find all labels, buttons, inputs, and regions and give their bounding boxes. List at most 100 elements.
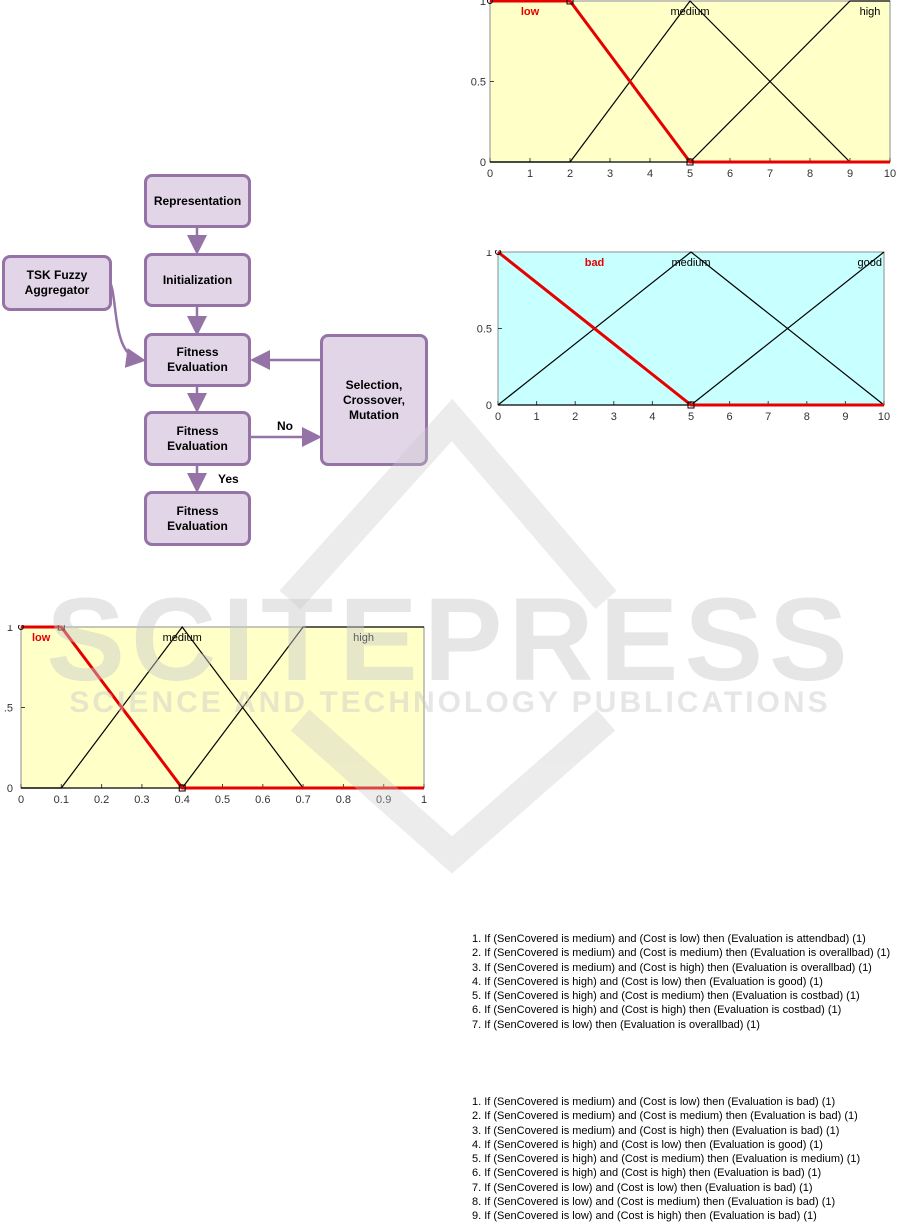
series-marker	[495, 250, 501, 255]
rules-list-b: 1. If (SenCovered is medium) and (Cost i…	[472, 1095, 860, 1224]
x-tick-label: 0	[18, 794, 24, 806]
x-tick-label: 0.2	[94, 794, 109, 806]
arrow-tsk-fitness	[108, 281, 146, 368]
rule-line: 1. If (SenCovered is medium) and (Cost i…	[472, 1096, 836, 1108]
node-fitness-evaluation-1: Fitness Evaluation	[144, 333, 251, 387]
plot-area	[489, 0, 891, 163]
x-tick-label: 4	[647, 168, 653, 180]
x-tick-label: 2	[572, 411, 578, 423]
series-marker	[57, 625, 65, 631]
x-tick-label: 5	[688, 411, 694, 423]
rules-list-a: 1. If (SenCovered is medium) and (Cost i…	[472, 932, 890, 1032]
y-tick-label: 0	[7, 783, 13, 795]
rule-line: 4. If (SenCovered is high) and (Cost is …	[472, 975, 823, 988]
flowchart-connectors	[108, 228, 322, 493]
x-tick-label: 1	[527, 168, 533, 180]
y-tick-label: .5	[4, 703, 13, 715]
series-marker	[687, 401, 695, 409]
x-tick-label: 10	[884, 168, 896, 180]
x-tick-label: 10	[878, 411, 890, 423]
series-line-low	[490, 0, 890, 164]
chart-evaluation-membership: 0 1 2 3 4 5 6 7 8 9 10 0 0.5 1 bad medium good	[477, 250, 890, 423]
y-tick-label: 0	[486, 400, 492, 412]
node-fitness-evaluation-3: Fitness Evaluation	[144, 491, 251, 546]
rule-line: 4. If (SenCovered is high) and (Cost is …	[472, 1138, 823, 1151]
y-tick-label: 0	[480, 157, 486, 169]
rule-line: 9. If (SenCovered is low) and (Cost is h…	[472, 1210, 817, 1223]
series-marker	[178, 784, 186, 792]
x-tick-label: 5	[687, 168, 693, 180]
x-tick-label: 8	[804, 411, 810, 423]
series-label-low: low	[32, 632, 51, 644]
label-yes: Yes	[218, 472, 239, 486]
y-tick-label: 0.5	[477, 324, 492, 336]
rule-line: 7. If (SenCovered is low) then (Evaluati…	[472, 1018, 760, 1031]
x-tick-label: 3	[607, 168, 613, 180]
x-tick-label: 0.3	[134, 794, 149, 806]
y-tick-label: 1	[7, 625, 13, 634]
series-marker	[566, 0, 574, 5]
node-selection-crossover-mutation: Selection, Crossover, Mutation	[320, 334, 428, 466]
series-label-bad: bad	[585, 257, 605, 269]
x-tick-label: 7	[765, 411, 771, 423]
rule-line: 3. If (SenCovered is medium) and (Cost i…	[472, 1124, 840, 1137]
series-line-low	[21, 625, 424, 790]
x-tick-label: 6	[727, 411, 733, 423]
node-tsk-fuzzy-aggregator: TSK Fuzzy Aggregator	[2, 255, 112, 311]
series-label-medium: medium	[163, 632, 202, 644]
series-line-high	[21, 626, 424, 789]
series-line-medium	[497, 251, 885, 406]
x-tick-label: 0.6	[255, 794, 270, 806]
node-representation: Representation	[144, 174, 251, 228]
series-marker	[487, 0, 493, 4]
series-label-medium: medium	[671, 257, 710, 269]
x-tick-label: 7	[767, 168, 773, 180]
x-tick-label: 0.7	[295, 794, 310, 806]
rule-line: 2. If (SenCovered is medium) and (Cost i…	[472, 947, 891, 960]
x-tick-label: 0.8	[336, 794, 351, 806]
x-tick-label: 9	[842, 411, 848, 423]
series-marker	[686, 158, 694, 166]
chart-cost-membership: 0 1 2 3 4 5 6 7 8 9 10 0 0.5 1 low medium high	[471, 0, 896, 180]
rule-line: 5. If (SenCovered is high) and (Cost is …	[472, 1153, 861, 1166]
rule-line: 7. If (SenCovered is low) and (Cost is l…	[472, 1181, 813, 1194]
x-tick-label: 0.4	[175, 794, 190, 806]
rule-line: 1. If (SenCovered is medium) and (Cost i…	[472, 933, 866, 945]
series-label-medium: medium	[670, 6, 709, 18]
x-tick-label: 1	[534, 411, 540, 423]
x-tick-label: 8	[807, 168, 813, 180]
node-fitness-evaluation-2: Fitness Evaluation	[144, 411, 251, 466]
plot-area	[20, 626, 425, 789]
rule-line: 5. If (SenCovered is high) and (Cost is …	[472, 990, 860, 1003]
series-label-high: high	[353, 632, 374, 644]
plot-area	[497, 251, 885, 406]
x-tick-label: 6	[727, 168, 733, 180]
x-tick-label: 1	[421, 794, 427, 806]
x-tick-label: 0	[487, 168, 493, 180]
x-tick-label: 9	[847, 168, 853, 180]
y-tick-label: 0.5	[471, 77, 486, 89]
x-tick-label: 0.5	[215, 794, 230, 806]
node-initialization: Initialization	[144, 253, 251, 307]
x-tick-label: 0.9	[376, 794, 391, 806]
series-label-low: low	[521, 6, 540, 18]
series-line-bad	[497, 250, 884, 407]
rule-line: 6. If (SenCovered is high) and (Cost is …	[472, 1167, 822, 1180]
rule-line: 8. If (SenCovered is low) and (Cost is m…	[472, 1196, 836, 1209]
x-tick-label: 2	[567, 168, 573, 180]
rule-line: 6. If (SenCovered is high) and (Cost is …	[472, 1004, 842, 1017]
rule-line: 2. If (SenCovered is medium) and (Cost i…	[472, 1110, 858, 1123]
rule-line: 3. If (SenCovered is medium) and (Cost i…	[472, 961, 872, 974]
x-tick-label: 0	[495, 411, 501, 423]
label-no: No	[277, 419, 293, 433]
series-marker	[18, 625, 24, 630]
y-tick-label: 1	[486, 250, 492, 259]
x-tick-label: 0.1	[54, 794, 69, 806]
series-label-good: good	[858, 257, 882, 269]
series-line-high	[490, 0, 890, 163]
y-tick-label: 1	[480, 0, 486, 8]
x-tick-label: 4	[649, 411, 655, 423]
series-label-high: high	[860, 6, 881, 18]
x-tick-label: 3	[611, 411, 617, 423]
